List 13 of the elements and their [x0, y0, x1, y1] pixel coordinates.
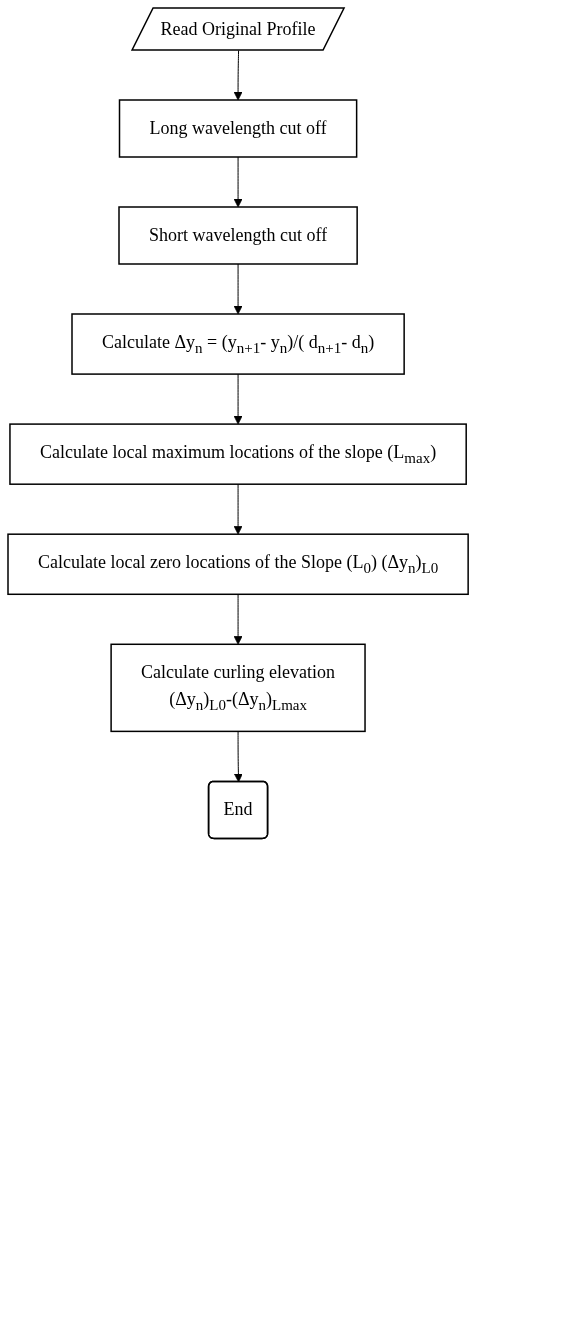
- arrow: [233, 263, 243, 315]
- arrow: [233, 373, 243, 425]
- arrow: [233, 50, 243, 101]
- node-box: Calculate curling elevation (Δy$_{n}$)$_{L0}$-(Δy$_{n}$)$_{Lmax}$: [110, 643, 366, 733]
- arrow: [233, 483, 243, 535]
- node-box: Long wavelength cut off: [118, 99, 358, 158]
- node-box: Calculate local zero locations of the Slope (L$_{0}$) (Δy$_{n}$)$_{L0}$: [7, 533, 469, 596]
- node-box: Calculate local maximum locations of the slope (L$_{max}$): [9, 423, 467, 485]
- arrow: [233, 156, 243, 208]
- arrow: [234, 730, 243, 783]
- arrow: [233, 593, 243, 645]
- node-box: Short wavelength cut off: [118, 206, 358, 265]
- node-box: Calculate Δy$_{n}$ = (y$_{n+1}$- y$_{n}$)/( d$_{n+1}$- d$_{n}$): [71, 313, 405, 375]
